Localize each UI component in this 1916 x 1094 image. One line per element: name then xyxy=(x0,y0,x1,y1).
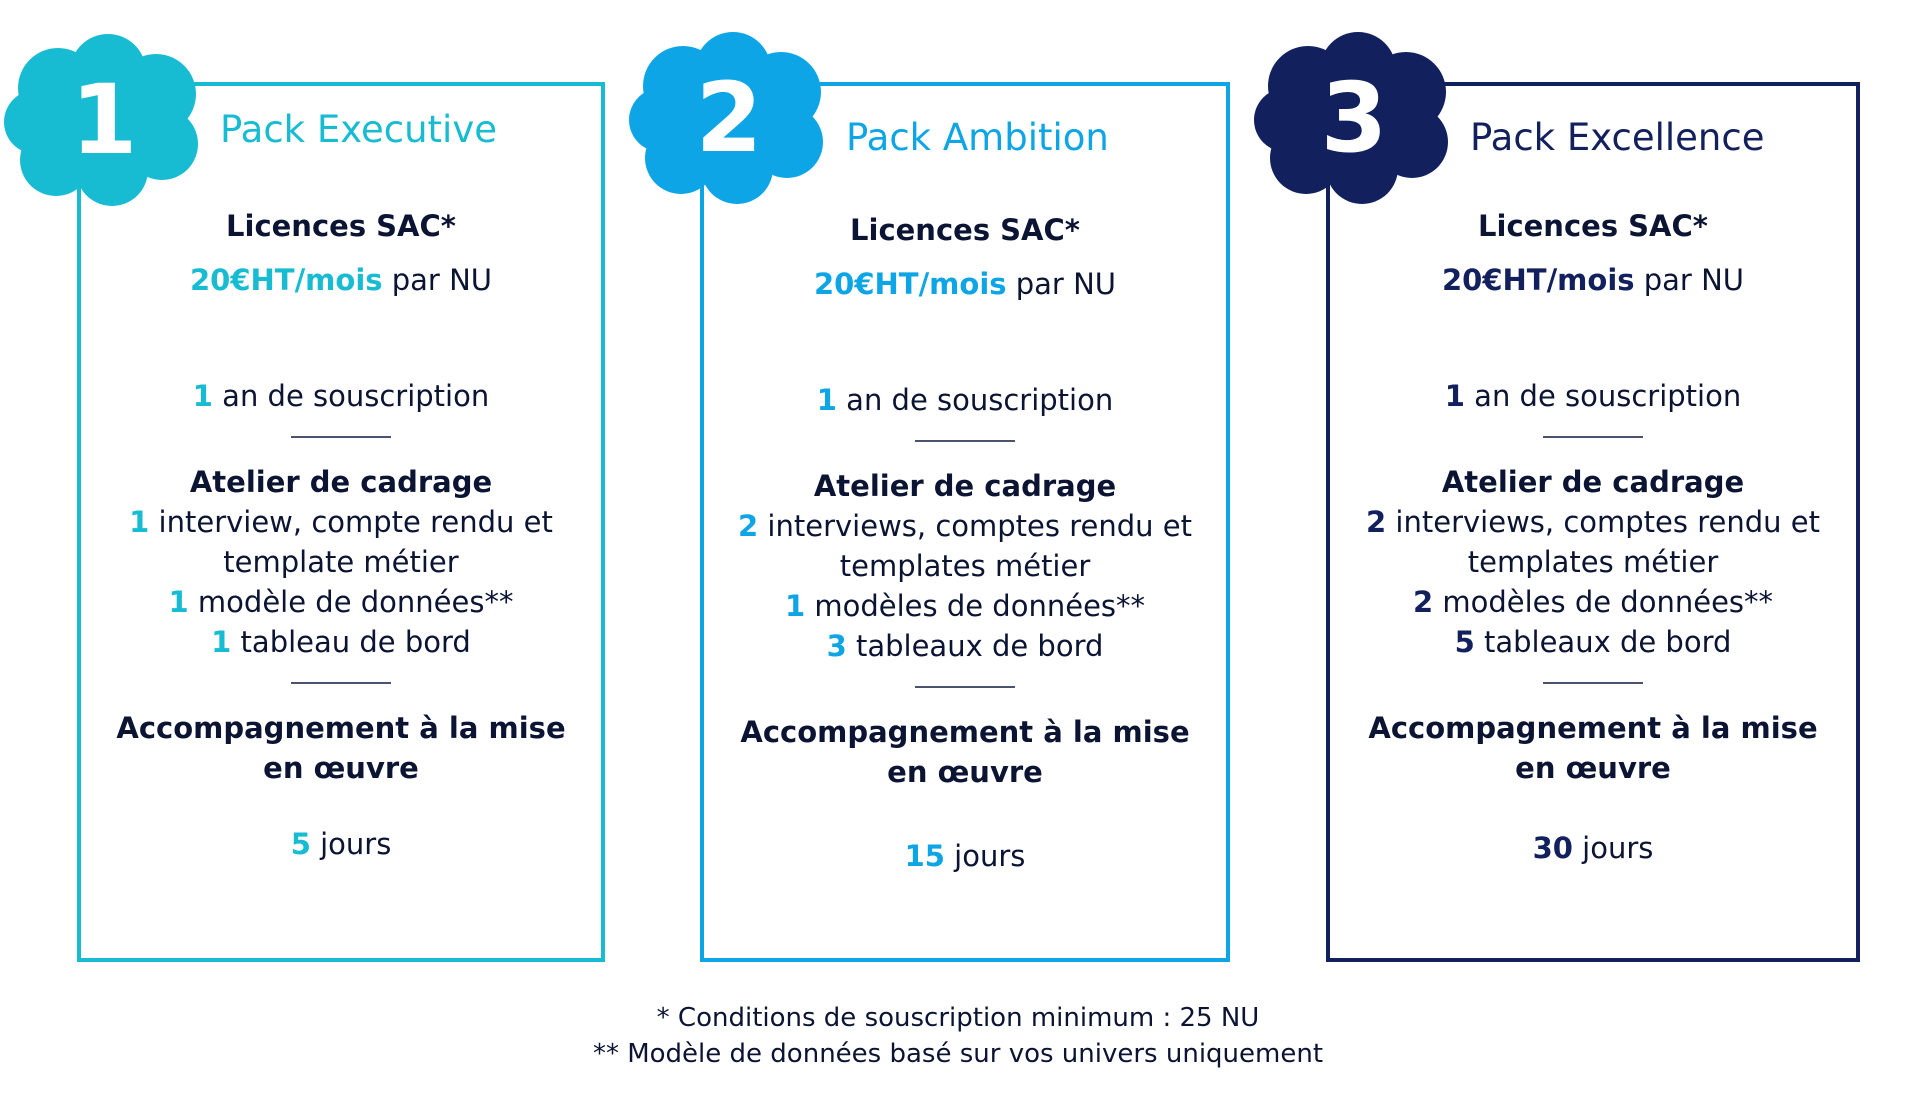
interview-number: 2 xyxy=(738,509,759,543)
separator xyxy=(1543,436,1643,438)
licences-title: Licences SAC* xyxy=(226,209,456,243)
days-text: jours xyxy=(944,839,1026,873)
interview-text: interviews, comptes rendu et templates m… xyxy=(758,509,1192,583)
footnotes: * Conditions de souscription minimum : 2… xyxy=(0,1000,1916,1072)
subscription-text: an de souscription xyxy=(212,379,490,413)
pack-content: Licences SAC* 20€HT/mois par NU 1 an de … xyxy=(81,206,601,864)
dashboard-line: 3 tableaux de bord xyxy=(734,626,1196,666)
pack-number-badge-3: 3 xyxy=(1250,30,1458,206)
separator xyxy=(1543,682,1643,684)
days-number: 5 xyxy=(290,827,311,861)
pack-number-badge-2: 2 xyxy=(625,30,833,206)
interview-line: 2 interviews, comptes rendu et templates… xyxy=(734,506,1196,586)
footnote-data-model: ** Modèle de données basé sur vos univer… xyxy=(592,1039,1324,1069)
days-line: 5 jours xyxy=(111,824,571,864)
licences-title: Licences SAC* xyxy=(1478,209,1708,243)
subscription-number: 1 xyxy=(816,383,837,417)
footnote-subscription: * Conditions de souscription minimum : 2… xyxy=(656,1003,1260,1033)
pack-content: Licences SAC* 20€HT/mois par NU 1 an de … xyxy=(1330,206,1856,868)
interview-number: 1 xyxy=(129,505,150,539)
model-number: 1 xyxy=(784,589,806,623)
pack-title-executive: Pack Executive xyxy=(220,108,497,151)
subscription-number: 1 xyxy=(192,379,213,413)
price: 20€HT/mois xyxy=(190,263,383,297)
interview-line: 2 interviews, comptes rendu et templates… xyxy=(1360,502,1826,582)
interview-line: 1 interview, compte rendu et template mé… xyxy=(111,502,571,582)
model-line: 1 modèle de données** xyxy=(111,582,571,622)
pack-title-ambition: Pack Ambition xyxy=(846,116,1109,159)
pack-card-executive: Licences SAC* 20€HT/mois par NU 1 an de … xyxy=(77,82,605,962)
price-suffix: par NU xyxy=(1006,267,1116,301)
price-suffix: par NU xyxy=(382,263,492,297)
model-line: 2 modèles de données** xyxy=(1360,582,1826,622)
price-line: 20€HT/mois par NU xyxy=(734,264,1196,304)
model-number: 1 xyxy=(168,585,189,619)
days-number: 15 xyxy=(904,839,945,873)
accompaniment-title: Accompagnement à la mise en œuvre xyxy=(740,715,1190,789)
pack-number: 1 xyxy=(70,64,138,176)
dashboard-number: 3 xyxy=(826,629,847,663)
model-text: modèle de données** xyxy=(188,585,514,619)
model-text: modèles de données** xyxy=(805,589,1146,623)
pack-card-excellence: Licences SAC* 20€HT/mois par NU 1 an de … xyxy=(1326,82,1860,962)
interview-text: interview, compte rendu et template méti… xyxy=(149,505,553,579)
atelier-title: Atelier de cadrage xyxy=(1441,465,1745,499)
pack-card-ambition: Licences SAC* 20€HT/mois par NU 1 an de … xyxy=(700,82,1230,962)
accompaniment-title: Accompagnement à la mise en œuvre xyxy=(116,711,566,785)
price-suffix: par NU xyxy=(1634,263,1744,297)
pack-number: 2 xyxy=(695,62,763,174)
dashboard-number: 5 xyxy=(1454,625,1475,659)
pack-number: 3 xyxy=(1320,62,1388,174)
dashboard-line: 5 tableaux de bord xyxy=(1360,622,1826,662)
dashboard-text: tableaux de bord xyxy=(1474,625,1732,659)
days-text: jours xyxy=(310,827,392,861)
price: 20€HT/mois xyxy=(1442,263,1635,297)
subscription-line: 1 an de souscription xyxy=(1360,376,1826,416)
interview-text: interviews, comptes rendu et templates m… xyxy=(1386,505,1820,579)
cloud-badge-icon xyxy=(4,34,198,206)
atelier-title: Atelier de cadrage xyxy=(813,469,1117,503)
dashboard-number: 1 xyxy=(211,625,232,659)
model-number: 2 xyxy=(1412,585,1434,619)
model-text: modèles de données** xyxy=(1433,585,1774,619)
pack-number-badge-1: 1 xyxy=(0,32,208,208)
model-line: 1 modèles de données** xyxy=(734,586,1196,626)
subscription-line: 1 an de souscription xyxy=(734,380,1196,420)
dashboard-line: 1 tableau de bord xyxy=(111,622,571,662)
days-text: jours xyxy=(1572,831,1654,865)
accompaniment-title: Accompagnement à la mise en œuvre xyxy=(1368,711,1818,785)
days-line: 15 jours xyxy=(734,836,1196,876)
subscription-number: 1 xyxy=(1444,379,1465,413)
separator xyxy=(915,686,1015,688)
price-line: 20€HT/mois par NU xyxy=(111,260,571,300)
cloud-badge-icon xyxy=(629,32,823,204)
pack-content: Licences SAC* 20€HT/mois par NU 1 an de … xyxy=(704,210,1226,876)
days-line: 30 jours xyxy=(1360,828,1826,868)
separator xyxy=(291,682,391,684)
licences-title: Licences SAC* xyxy=(850,213,1080,247)
subscription-line: 1 an de souscription xyxy=(111,376,571,416)
atelier-title: Atelier de cadrage xyxy=(189,465,493,499)
subscription-text: an de souscription xyxy=(836,383,1114,417)
separator xyxy=(915,440,1015,442)
subscription-text: an de souscription xyxy=(1464,379,1742,413)
cloud-badge-icon xyxy=(1254,32,1448,204)
pack-title-excellence: Pack Excellence xyxy=(1470,116,1765,159)
price-line: 20€HT/mois par NU xyxy=(1360,260,1826,300)
separator xyxy=(291,436,391,438)
interview-number: 2 xyxy=(1366,505,1387,539)
dashboard-text: tableau de bord xyxy=(231,625,471,659)
days-number: 30 xyxy=(1532,831,1573,865)
dashboard-text: tableaux de bord xyxy=(846,629,1104,663)
price: 20€HT/mois xyxy=(814,267,1007,301)
